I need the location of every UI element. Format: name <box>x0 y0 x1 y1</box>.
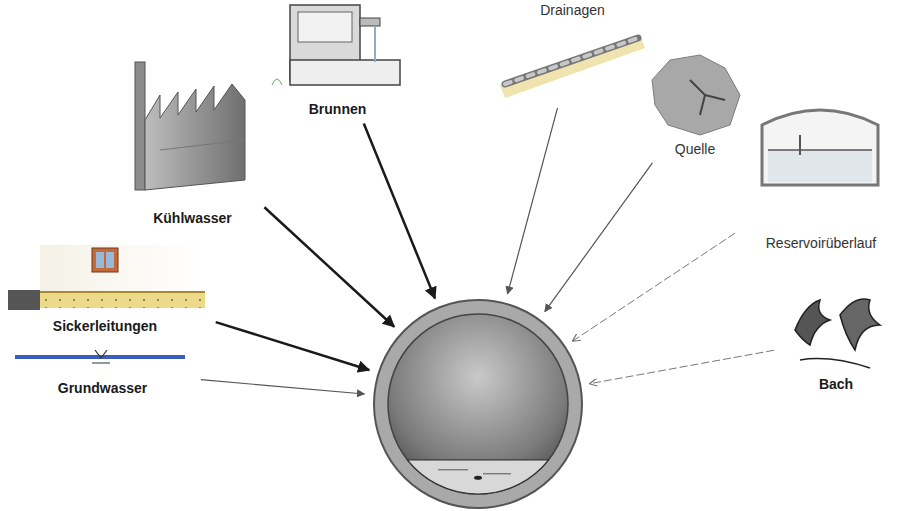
fountain-source: Brunnen <box>265 0 410 118</box>
source-label: Reservoirüberlauf <box>764 235 879 252</box>
groundwater-illustration <box>15 350 185 363</box>
groundwater-source: Grundwasser <box>10 345 195 397</box>
drainage-source: Drainagen <box>495 2 650 102</box>
cooling-water-source: Kühlwasser <box>125 55 260 227</box>
flow-arrow <box>545 163 653 312</box>
seepage-pipe-source: Sickerleitungen <box>0 240 210 335</box>
flow-arrow <box>573 233 735 341</box>
source-label: Bach <box>817 376 855 393</box>
source-label: Grundwasser <box>56 380 149 397</box>
source-label: Drainagen <box>538 2 607 19</box>
source-label: Sickerleitungen <box>51 318 159 335</box>
drainage-illustration <box>500 35 645 98</box>
flow-arrow <box>364 124 435 299</box>
flow-arrow <box>216 322 369 370</box>
flow-arrow <box>264 207 394 327</box>
reservoir-illustration <box>762 110 878 185</box>
source-label: Quelle <box>673 141 717 158</box>
pipe-cross-section <box>372 298 584 510</box>
spring-rock-illustration <box>652 55 740 135</box>
factory-illustration <box>135 62 245 190</box>
reservoir-overflow-source: Reservoirüberlauf <box>740 100 902 252</box>
flow-arrow <box>590 350 774 383</box>
seepage-illustration <box>8 245 205 310</box>
flow-arrow <box>508 108 558 294</box>
stream-illustration <box>795 299 880 368</box>
source-label: Kühlwasser <box>151 210 234 227</box>
flow-arrow <box>201 380 364 394</box>
sewer-pipe <box>372 298 584 510</box>
stream-source: Bach <box>780 285 892 393</box>
source-label: Brunnen <box>307 101 369 118</box>
fountain-illustration <box>272 5 400 85</box>
spring-source: Quelle <box>645 50 745 158</box>
